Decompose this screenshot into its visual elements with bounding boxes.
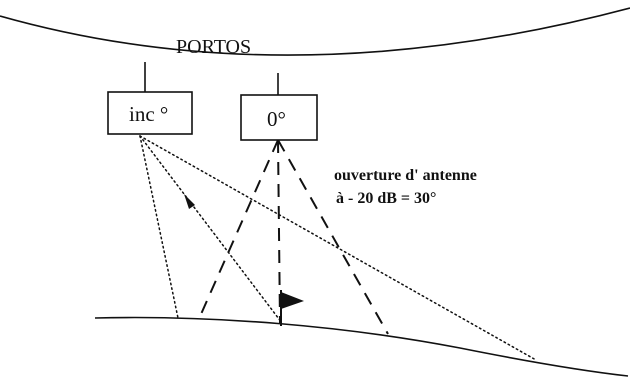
left-antenna-box (107, 91, 193, 135)
inclined-beam-center (139, 135, 283, 324)
left-antenna-label: inc ° (129, 102, 168, 126)
nadir-beam-left-edge (197, 139, 279, 322)
nadir-beam-right-edge (277, 139, 389, 335)
inclined-beam-right-edge (139, 135, 537, 361)
nadir-beam-center (277, 139, 281, 325)
inclined-beam-arrow-icon (184, 194, 195, 209)
ground-curve (94, 316, 629, 377)
platform-label: PORTOS (176, 36, 251, 58)
inclined-beam-left-edge (139, 135, 179, 319)
nadir-flag-icon (281, 292, 304, 309)
platform-curve (0, 7, 630, 56)
aperture-note-line2: à - 20 dB = 30° (336, 190, 436, 207)
right-antenna-box (240, 94, 318, 141)
right-antenna-label: 0° (267, 107, 286, 131)
aperture-note-line1: ouverture d' antenne (334, 167, 477, 184)
